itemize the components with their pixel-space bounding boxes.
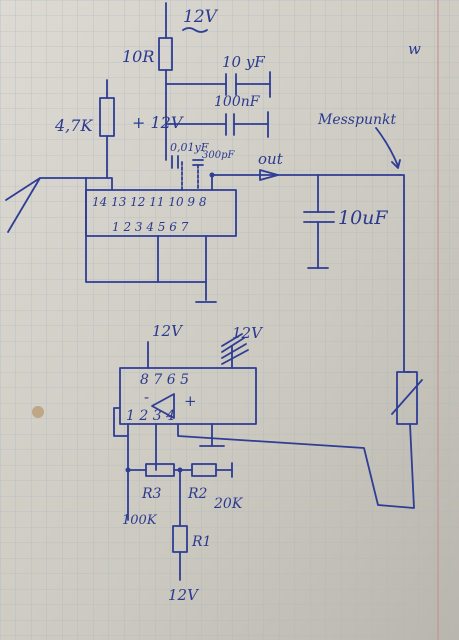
ic1-top-pins: 14 13 12 11 10 9 8 <box>92 195 207 209</box>
resistor-r3-label: R3 <box>141 486 162 502</box>
supply-top-squiggle <box>182 27 208 33</box>
corner-mark: w <box>408 40 421 58</box>
node-fb1 <box>125 467 131 473</box>
wire-thermistor-bottom <box>177 423 415 509</box>
ic1-bottom-pins: 1 2 3 4 5 6 7 <box>112 220 189 234</box>
capacitor-10yf-label: 10 yF <box>222 53 265 71</box>
opamp-supply-neg: 12V <box>232 324 264 342</box>
ic2-bottom-pins: 1 2 3 4 <box>126 408 175 424</box>
wire-ic1-left <box>85 177 207 283</box>
out-label: out <box>258 150 284 168</box>
resistor-10r-label: 10R <box>122 47 154 66</box>
supply-bottom-label: 12V <box>168 586 200 604</box>
opamp-triangle <box>151 393 175 419</box>
resistor-r1-label: R1 <box>191 534 211 550</box>
opamp-minus: - <box>144 388 149 406</box>
ic2-body <box>119 367 257 425</box>
out-node <box>209 172 215 178</box>
ic2-top-pins: 8 7 6 5 <box>140 372 189 388</box>
wire-ic1-pin14 <box>85 177 113 191</box>
thermistor-slash <box>391 379 423 415</box>
messpunkt-label: Messpunkt <box>317 112 396 128</box>
resistor-r2-value: 20K <box>213 496 244 512</box>
out-arrow <box>259 169 279 181</box>
thermistor <box>396 371 418 425</box>
supply-top-label: 12V <box>183 7 219 27</box>
stain <box>32 406 44 418</box>
resistor-r3-value: 100K <box>122 513 158 528</box>
wire-opamp-out <box>113 407 129 437</box>
capacitor-10uf-label: 10uF <box>338 207 388 229</box>
capacitor-300pf-label: 300pF <box>202 150 235 161</box>
hatching <box>221 333 249 365</box>
capacitor-001yf-label: 0,01yF <box>170 141 209 154</box>
capacitor-100nf-label: 100nF <box>214 94 261 110</box>
plus-12v-label: + 12V <box>132 113 184 132</box>
wire-input <box>5 177 87 233</box>
opamp-plus: + <box>184 392 197 410</box>
resistor-4k7-label: 4,7K <box>54 116 93 135</box>
resistor-r2-label: R2 <box>187 486 208 502</box>
messpunkt-arrow <box>375 127 401 169</box>
opamp-supply-pos: 12V <box>152 322 184 340</box>
